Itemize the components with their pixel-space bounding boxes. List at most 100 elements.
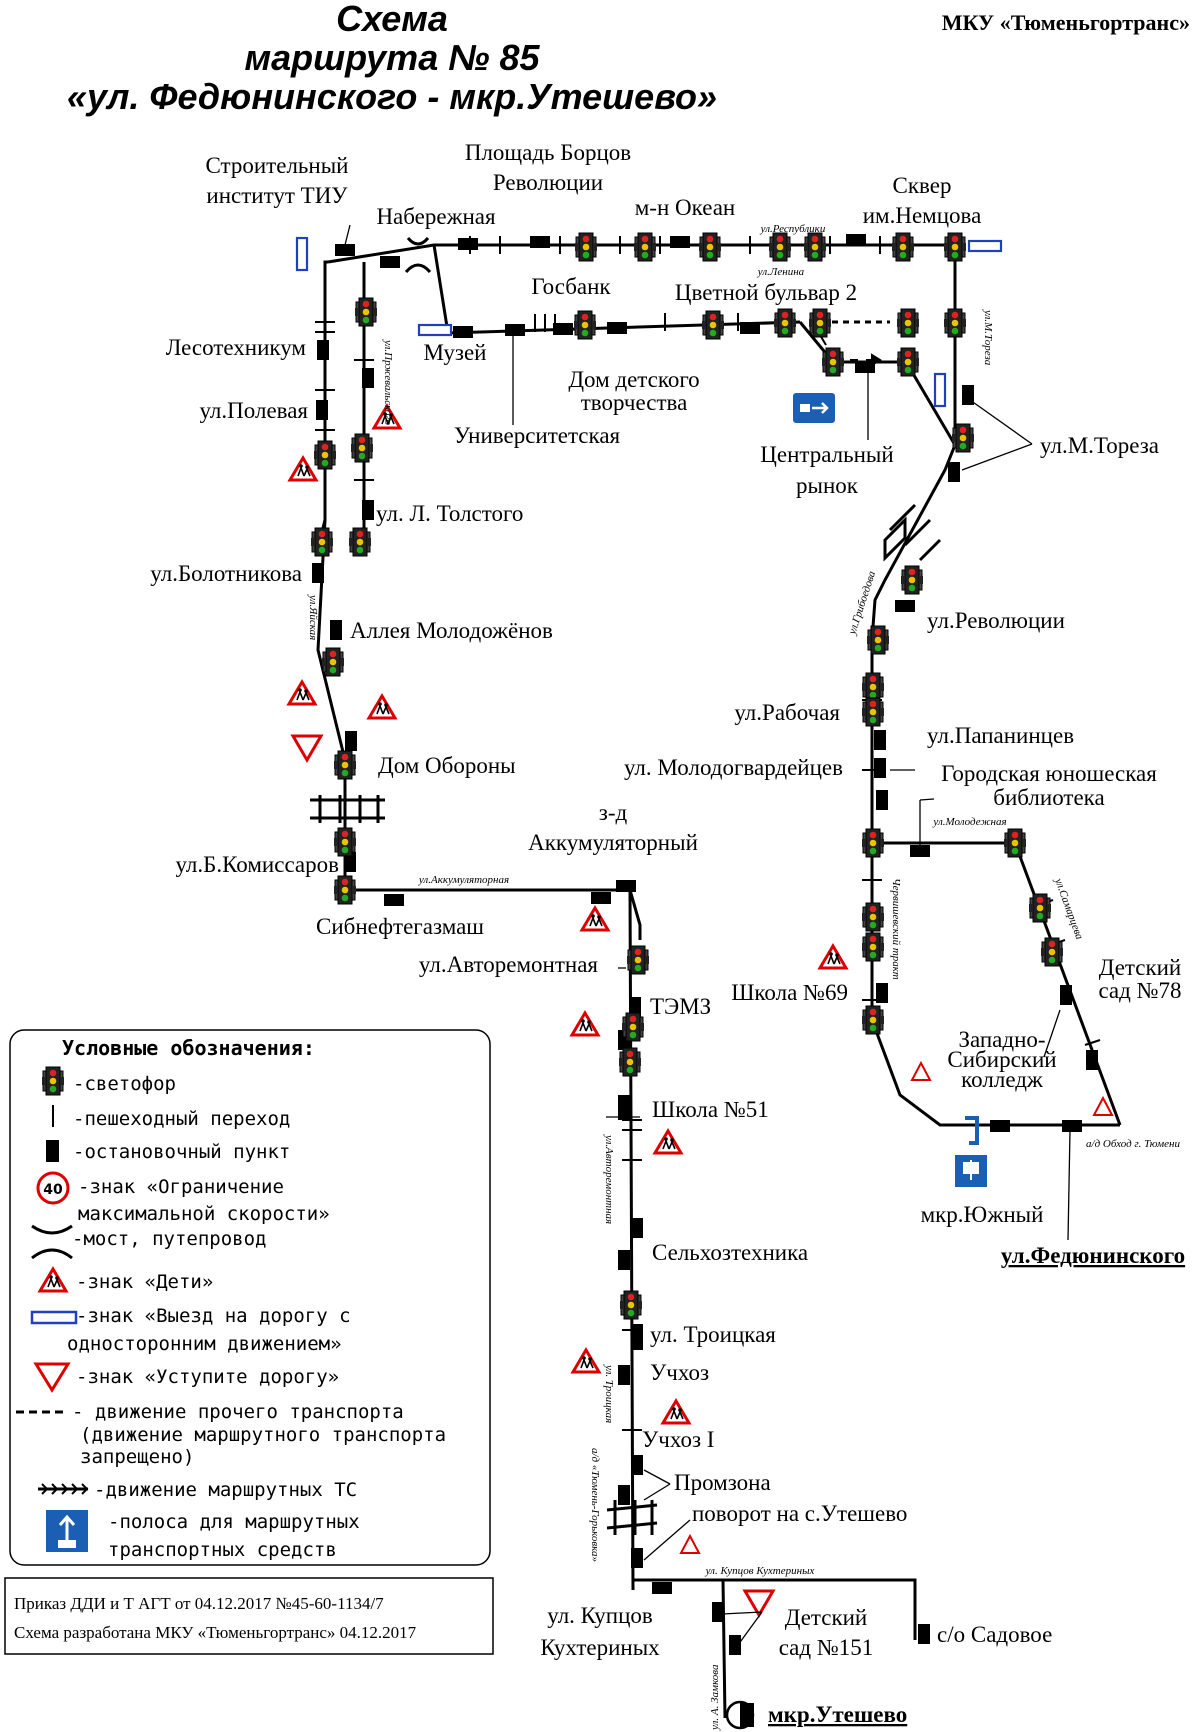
label-okean: м-н Океан [635,195,736,220]
label-kuptsov-1: ул. Купцов [547,1603,653,1628]
stop-labels: Строительный институт ТИУ Набережная Пло… [150,140,1185,1727]
street-tyumen-gorkovka: а/д «Тюмень-Горьковка» [589,1448,601,1562]
label-stroitelny-1: Строительный [206,153,349,178]
avtoremontnaya-road [628,889,635,1591]
kuptsov-road [633,1578,917,1640]
legend-stop-icon [46,1140,59,1162]
label-universitetskaya: Университетская [454,423,621,448]
map-title: Схема маршрута № 85 «ул. Федюнинского - … [67,0,717,117]
street-yaskaya: ул.Яйская [307,594,319,640]
legend-yield: -знак «Уступите дорогу» [76,1366,339,1388]
label-toreza: ул.М.Тореза [1040,433,1159,458]
street-zamkova: ул. А. Замкова [709,1664,721,1731]
label-uchkhoz: Учхоз [650,1360,709,1385]
footer-developed: Схема разработана МКУ «Тюменьгортранс» 0… [14,1623,417,1642]
street-obkhod: а/д Обход г. Тюмени [1086,1138,1180,1150]
legend-speed-sign-icon: 40 [36,1171,70,1205]
legend-yield-icon [33,1362,71,1393]
label-dom-tvorchestva-2: творчества [581,390,688,415]
label-kolledzh-2: Сибирский [947,1047,1056,1072]
label-biblioteka-1: Городская юношеская [941,761,1157,786]
terminal-utyeshevo-stop [740,1703,754,1727]
label-komissarov: ул.Б.Комиссаров [175,852,339,877]
railway-crossing-bottom [606,1500,658,1535]
label-kolledzh-1: Западно- [958,1027,1045,1052]
legend-bridge-icon [31,1224,73,1260]
legend-stop: -остановочный пункт [73,1141,290,1163]
label-tsvetnoy: Цветной бульвар 2 [675,280,857,305]
label-povorot: поворот на с.Утешево [692,1501,907,1526]
legend-speed-value: 40 [43,1182,63,1198]
label-promzona: Промзона [674,1470,771,1495]
label-avtoremontnaya: ул.Авторемонтная [419,952,599,977]
label-stroitelny-2: институт ТИУ [206,183,348,208]
label-ploshchad-1: Площадь Борцов [465,140,631,165]
bridges [310,236,942,1535]
direction-sign [793,393,835,423]
label-shkola69: Школа №69 [731,980,848,1005]
left-road-lower [316,519,347,890]
title-line-1: Схема [336,0,448,39]
label-detsad78-1: Детский [1099,955,1182,980]
label-naberezhnaya: Набережная [376,204,496,229]
label-skver-2: им.Немцова [863,203,982,228]
zamkova-road [721,1579,727,1719]
legend-traffic-light-icon [41,1066,65,1096]
label-gosbank: Госбанк [531,274,611,299]
bridge-revolyutsii-2 [883,516,942,562]
footer-order: Приказ ДДИ и Т АГТ от 04.12.2017 №45-60-… [14,1594,384,1613]
street-avtoremontnaya: ул.Авторемонтная [603,1134,615,1224]
label-utyeshevo: мкр.Утешево [768,1702,907,1727]
footer-box: Приказ ДДИ и Т АГТ от 04.12.2017 №45-60-… [4,1577,494,1655]
akkumulyatornaya-road [345,888,642,940]
label-troitskaya: ул. Троицкая [650,1322,776,1347]
label-alleya: Аллея Молодожёнов [350,618,553,643]
legend-route-tc-icon [38,1483,89,1495]
street-molodezhnaya: ул.Молодежная [932,816,1006,828]
legend-traffic-light: -светофор [73,1073,176,1095]
label-papanintsev: ул.Папанинцев [927,723,1074,748]
bridge-naberezhnaya [406,236,430,246]
label-yuzhny: мкр.Южный [921,1202,1044,1227]
legend-buslane-1: -полоса для маршрутных [108,1511,360,1533]
street-akkumulyatornaya: ул.Аккумуляторная [418,874,509,886]
bridge-naberezhnaya-lower [404,263,432,274]
legend-speed-1: -знак «Ограничение [78,1176,284,1198]
legend-other-2: (движение маршрутного транспорта [80,1424,446,1446]
organization-name: МКУ «Тюменьгортранс» [942,10,1190,35]
label-detsad151-2: сад №151 [779,1635,874,1660]
street-lenina: ул.Ленина [757,266,805,278]
label-bolotnikova: ул.Болотникова [150,561,302,586]
label-rabochaya: ул.Рабочая [734,700,840,725]
railway-crossing-left [310,795,385,823]
label-tolstogo: ул. Л. Толстого [376,501,523,526]
label-akkumulyatorny-1: з-д [599,800,628,825]
legend-bridge: -мост, путепровод [72,1228,266,1250]
right-road [870,245,1120,1127]
street-mtoreza: ул.М.Тореза [982,309,994,366]
street-smolnaya: ул.Самарцева [1052,876,1086,942]
street-respubliki: ул.Республики [760,223,826,235]
title-line-2: маршрута № 85 [244,37,540,78]
label-dom-oborony: Дом Обороны [378,753,516,778]
label-dom-tvorchestva-1: Дом детского [568,367,699,392]
legend-bus-lane-icon [46,1510,88,1552]
label-skver-1: Сквер [893,173,952,198]
bridge-revolyutsii [888,503,932,547]
street-pirogova: ул.Пржевальского [382,339,394,426]
legend-panel: Условные обозначения: -светофор -пешеход… [9,1029,491,1566]
label-biblioteka-2: библиотека [993,785,1104,810]
legend-oneway-2: односторонним движением» [67,1333,342,1355]
label-detsad151-1: Детский [785,1605,868,1630]
naberezhnaya-link [432,244,450,334]
legend-route-tc: -движение маршрутных ТС [94,1479,357,1501]
legend-other-3: запрещено) [80,1446,194,1468]
label-shkola51: Школа №51 [652,1097,769,1122]
label-fedyuninskogo: ул.Федюнинского [1001,1243,1185,1268]
label-tsentralny-1: Центральный [760,442,893,467]
legend-crossing: -пешеходный переход [73,1108,290,1130]
legend-oneway-icon [30,1310,78,1325]
legend-speed-2: максимальной скорости» [78,1203,330,1225]
label-ploshchad-2: Революции [493,170,603,195]
